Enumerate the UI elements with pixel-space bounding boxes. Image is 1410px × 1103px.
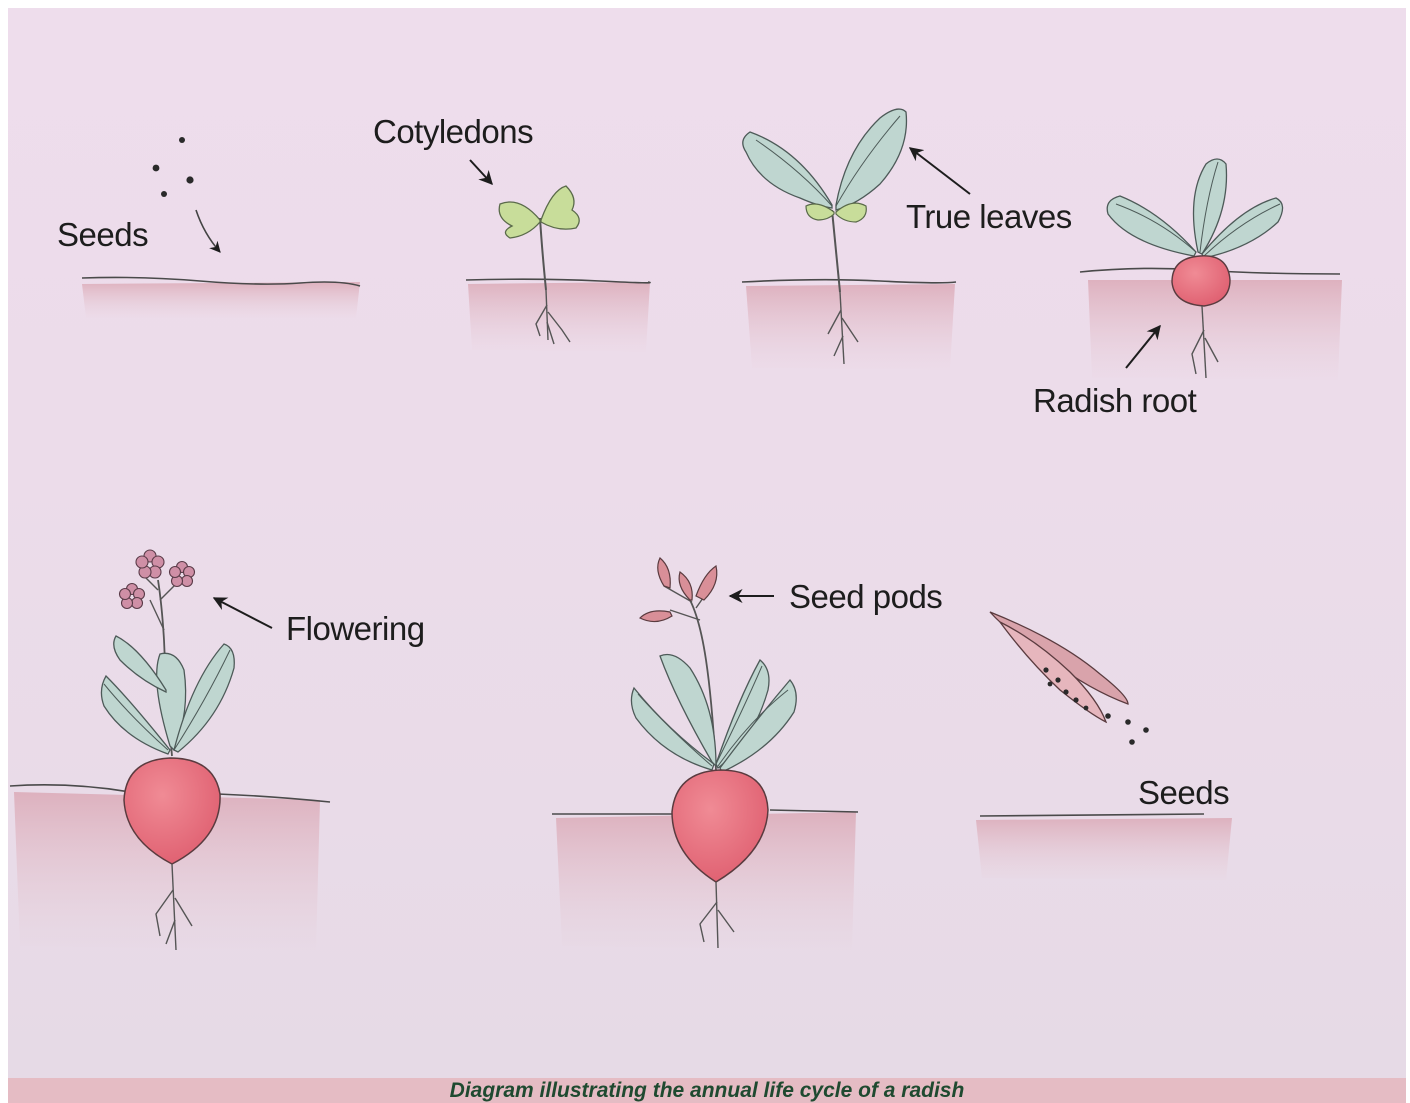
cotyledon-leaves (499, 186, 579, 238)
stage-radish-root: Radish root (1033, 159, 1342, 419)
stage-true-leaves: True leaves (742, 109, 1072, 370)
stage-seed-pods: Seed pods (552, 558, 942, 950)
radish-bulb (1172, 256, 1230, 306)
stage-seeds-sown: Seeds (57, 137, 360, 318)
arrow-icon (910, 148, 970, 194)
soil-patch (468, 282, 650, 352)
stage-cotyledons: Cotyledons (373, 113, 650, 352)
label-seed-pods: Seed pods (789, 578, 942, 615)
stage-seeds-released: Seeds (976, 612, 1232, 880)
ground-line (466, 279, 650, 283)
seed-pod-icon (640, 558, 717, 622)
soil-patch (82, 282, 360, 318)
ground-line (980, 814, 1204, 816)
label-cotyledons: Cotyledons (373, 113, 533, 150)
leaves (101, 636, 234, 754)
diagram-caption: Diagram illustrating the annual life cyc… (8, 1078, 1406, 1103)
arrow-icon (214, 598, 272, 628)
open-seed-pod-icon (990, 612, 1128, 722)
falling-seeds (153, 137, 194, 197)
arrow-icon (196, 210, 220, 252)
label-flowering: Flowering (286, 610, 425, 647)
soil-patch (976, 818, 1232, 880)
stage-flowering: Flowering (10, 550, 425, 950)
true-leaves (743, 109, 907, 210)
arrow-icon (470, 160, 492, 184)
falling-seeds (1105, 713, 1149, 745)
label-seeds-bottom: Seeds (1138, 774, 1229, 811)
ground-line (742, 280, 956, 283)
label-radish-root: Radish root (1033, 382, 1197, 419)
soil-patch (746, 284, 955, 370)
label-seeds-top: Seeds (57, 216, 148, 253)
label-true-leaves: True leaves (906, 198, 1072, 235)
leaves (1107, 159, 1282, 258)
flower-icon (120, 550, 195, 609)
